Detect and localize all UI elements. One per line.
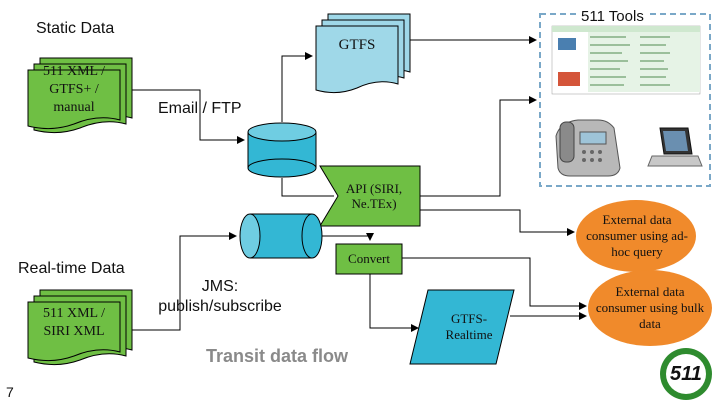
slide-number: 7 (6, 384, 14, 400)
convert-label: Convert (348, 251, 390, 266)
api-node (319, 165, 421, 227)
gtfs-realtime-node (409, 289, 515, 365)
realtime-stack-label: 511 XML / SIRI XML (43, 306, 105, 339)
laptop-icon (647, 127, 703, 167)
jms-label: JMS: publish/subscribe (158, 278, 282, 315)
api-label: API (SIRI, Ne.TEx) (345, 181, 403, 211)
gtfs-realtime-label: GTFS-Realtime (445, 311, 493, 342)
static-data-stack-label: 511 XML / GTFS+ / manual (43, 64, 105, 115)
static-data-stack (27, 57, 133, 134)
tools-title: 511 Tools (578, 8, 647, 25)
desk-phone-icon (555, 119, 621, 177)
static-data-title: Static Data (36, 20, 115, 37)
ext-bulk-node (588, 270, 712, 346)
ext-adhoc-node (576, 200, 696, 272)
schedule-table-icon (551, 25, 701, 95)
ext-bulk-label: External data consumer using bulk data (595, 284, 705, 331)
ext-adhoc-label: External data consumer using ad-hoc quer… (586, 212, 688, 259)
queue-icon (239, 213, 323, 259)
511-logo-icon (660, 348, 712, 400)
logo-text: 511 (670, 362, 702, 385)
gtfs-label: GTFS (338, 36, 376, 53)
connectors (132, 36, 587, 332)
email-ftp-label: Email / FTP (158, 100, 242, 117)
gtfs-stack (315, 13, 411, 94)
convert-node (335, 243, 403, 275)
realtime-data-stack (27, 289, 133, 366)
realtime-data-title: Real-time Data (18, 260, 125, 277)
transit-flow-caption: Transit data flow (206, 346, 349, 366)
database-icon (247, 122, 317, 178)
